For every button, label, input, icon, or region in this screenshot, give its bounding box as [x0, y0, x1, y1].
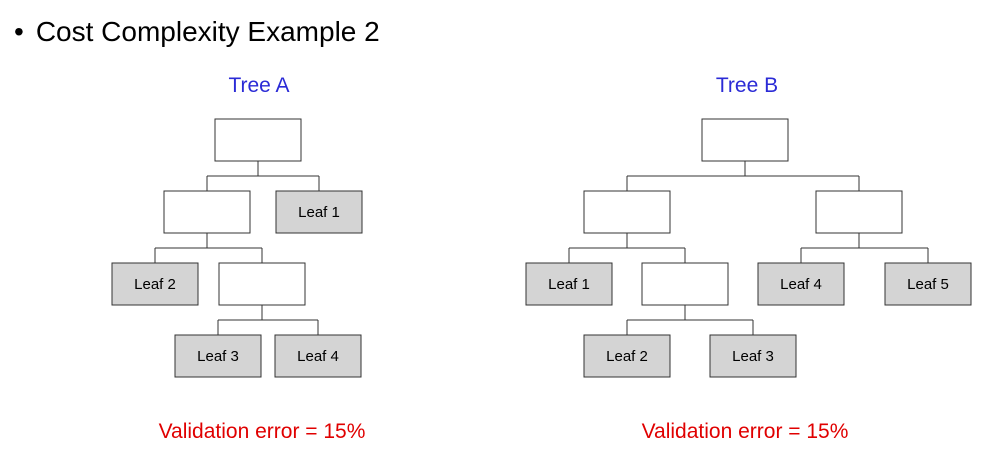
leaf-label: Leaf 1 — [548, 276, 590, 293]
split-box — [218, 262, 306, 306]
leaf-node: Leaf 1 — [525, 262, 613, 306]
split-box — [815, 190, 903, 234]
leaf-node: Leaf 5 — [884, 262, 972, 306]
leaf-label: Leaf 3 — [732, 348, 774, 365]
split-node — [218, 262, 306, 306]
split-node — [641, 262, 729, 306]
leaf-label: Leaf 4 — [780, 276, 822, 293]
leaf-label: Leaf 4 — [297, 348, 339, 365]
leaf-node: Leaf 3 — [174, 334, 262, 378]
leaf-node: Leaf 2 — [111, 262, 199, 306]
leaf-node: Leaf 4 — [757, 262, 845, 306]
tree-a-title: Tree A — [228, 74, 290, 97]
leaf-box — [174, 334, 262, 378]
bullet-icon: • — [14, 16, 24, 47]
tree-b: Leaf 1 Leaf 4 Leaf 5 Leaf 2 Leaf 3 — [525, 118, 972, 378]
leaf-label: Leaf 3 — [197, 348, 239, 365]
leaf-node: Leaf 2 — [583, 334, 671, 378]
leaf-box — [111, 262, 199, 306]
leaf-box — [275, 190, 363, 234]
slide-heading: • Cost Complexity Example 2 — [14, 16, 380, 48]
split-box — [583, 190, 671, 234]
tree-b-title: Tree B — [715, 74, 779, 97]
leaf-node: Leaf 3 — [709, 334, 797, 378]
leaf-node: Leaf 1 — [275, 190, 363, 234]
split-node — [701, 118, 789, 162]
split-box — [701, 118, 789, 162]
tree-b-validation-error: Validation error = 15% — [641, 420, 849, 443]
leaf-box — [583, 334, 671, 378]
leaf-box — [709, 334, 797, 378]
leaf-label: Leaf 2 — [134, 276, 176, 293]
leaf-box — [884, 262, 972, 306]
leaf-label: Leaf 1 — [298, 204, 340, 221]
leaf-box — [757, 262, 845, 306]
tree-a-validation-error: Validation error = 15% — [158, 420, 366, 443]
leaf-box — [525, 262, 613, 306]
leaf-node: Leaf 4 — [274, 334, 362, 378]
leaf-label: Leaf 5 — [907, 276, 949, 293]
split-box — [214, 118, 302, 162]
leaf-box — [274, 334, 362, 378]
heading-text: Cost Complexity Example 2 — [35, 16, 380, 47]
split-box — [641, 262, 729, 306]
leaf-label: Leaf 2 — [606, 348, 648, 365]
split-node — [163, 190, 251, 234]
tree-a: Leaf 1 Leaf 2 Leaf 3 Leaf 4 — [111, 118, 363, 378]
split-node — [583, 190, 671, 234]
split-node — [815, 190, 903, 234]
split-node — [214, 118, 302, 162]
split-box — [163, 190, 251, 234]
